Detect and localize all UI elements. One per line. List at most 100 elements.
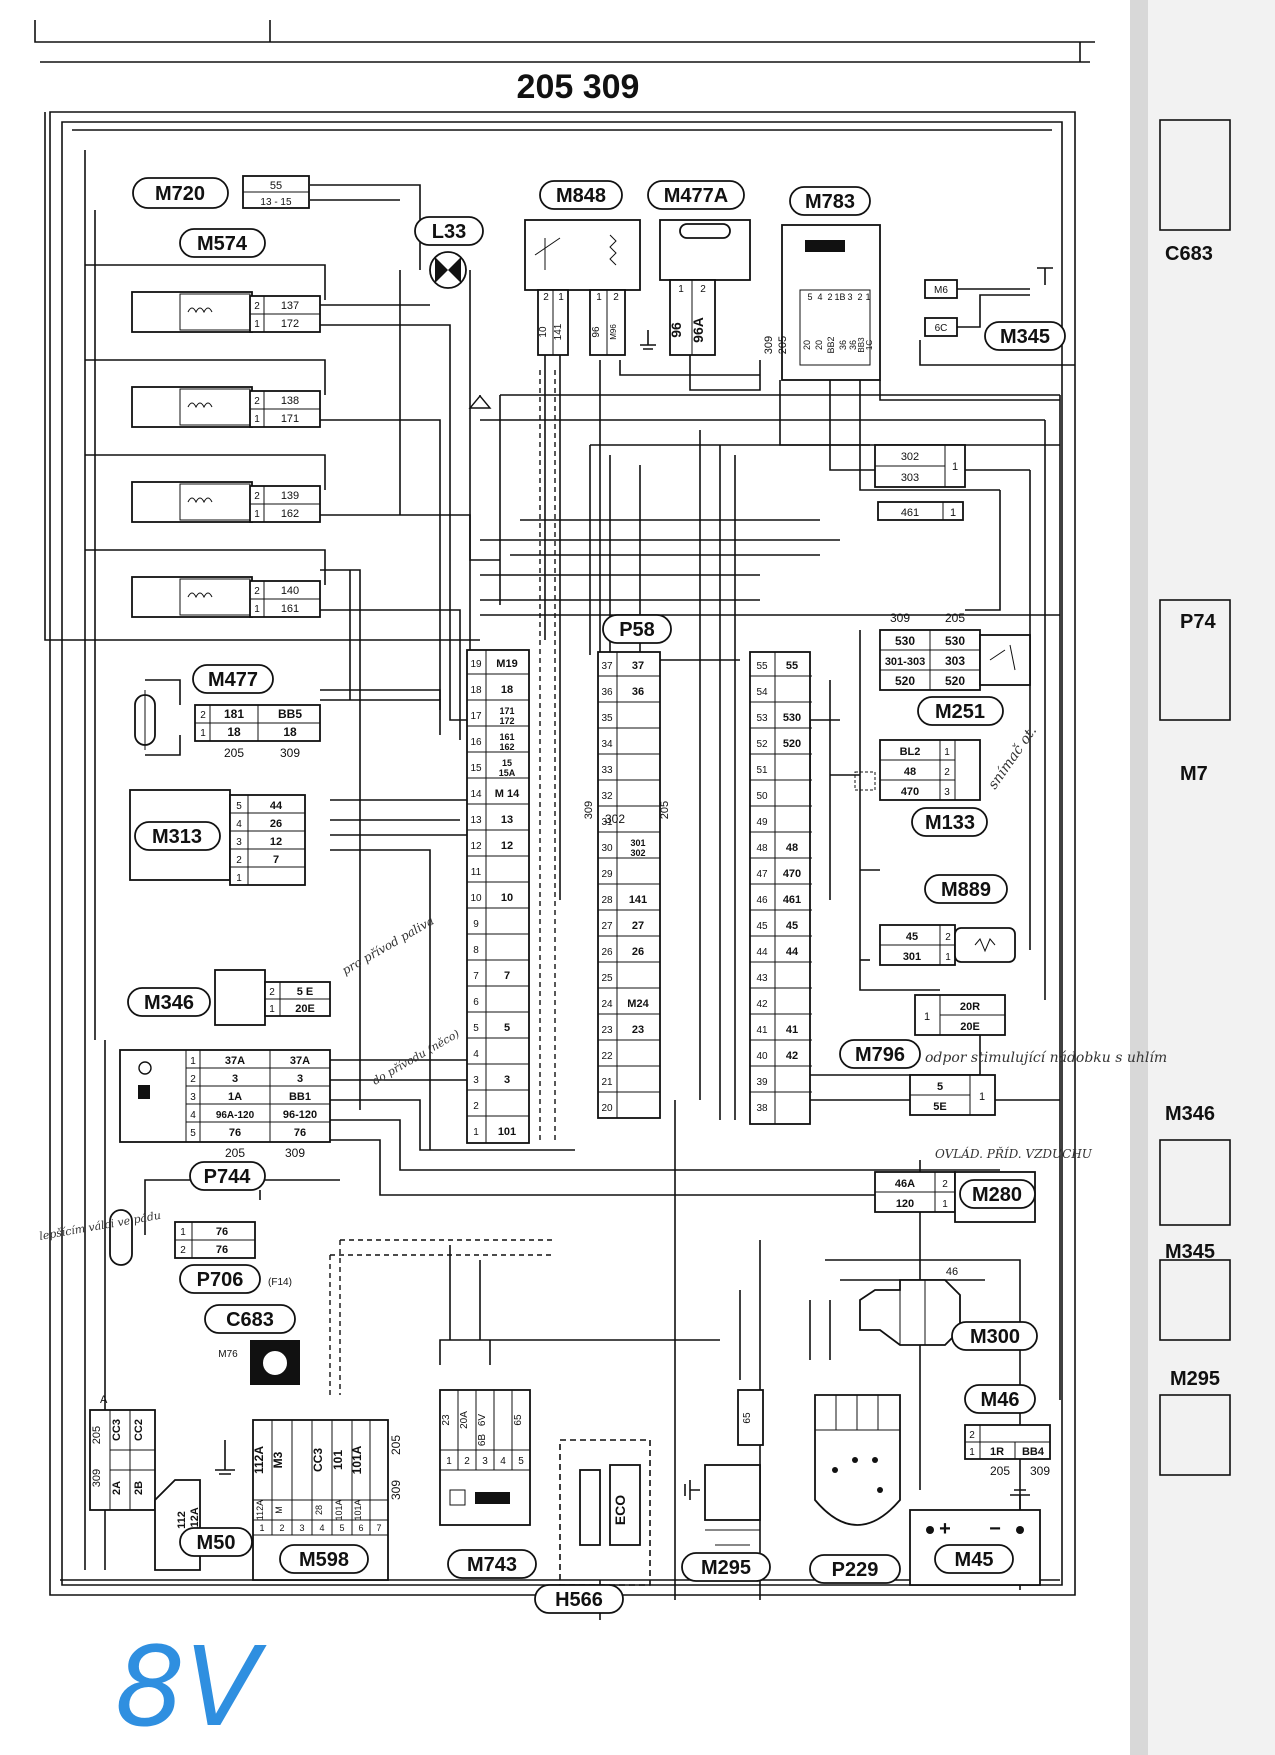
m848-wire-3: M96 bbox=[609, 324, 618, 340]
injector-3-wire-a: 139 bbox=[281, 490, 299, 502]
injector-3-pin-a: 2 bbox=[254, 491, 260, 502]
m796-bot-pin: 1 bbox=[979, 1091, 985, 1103]
m50-col-3: CC3 bbox=[111, 1419, 123, 1441]
m313-r4-pin: 1 bbox=[236, 873, 242, 884]
m783-pin-2: 2 bbox=[827, 292, 832, 302]
p58-c2-wire: 26 bbox=[632, 946, 644, 958]
m280-r1-pin: 1 bbox=[942, 1199, 948, 1210]
m889-r0-pin: 2 bbox=[945, 932, 951, 943]
p744-hdr-309: 309 bbox=[285, 1146, 305, 1160]
p58-label: P58 bbox=[619, 619, 655, 641]
p58-c3-pin: 39 bbox=[756, 1077, 768, 1088]
m477a-sensor: M477A 1 2 96 96A bbox=[647, 180, 751, 356]
m50-col-2: 2B bbox=[133, 1481, 145, 1495]
m280-r0-pin: 2 bbox=[942, 1179, 948, 1190]
m50-top: A bbox=[100, 1394, 108, 1406]
m46-label: M46 bbox=[981, 1389, 1020, 1411]
m796-valve: 1 20R 20E M796 odpor stimulující nádobku… bbox=[839, 994, 1167, 1116]
p744-r0-pin: 1 bbox=[190, 1056, 196, 1067]
relay-302-pin: 1 bbox=[952, 461, 958, 473]
m848-pin-1: 1 bbox=[558, 292, 564, 303]
p58-c1-wire: 172 bbox=[499, 716, 514, 726]
p58-c2-wire: 23 bbox=[632, 1024, 644, 1036]
m574-label: M574 bbox=[197, 233, 248, 255]
p58-c1-wire: 7 bbox=[504, 970, 510, 982]
m345-pin-0: M6 bbox=[934, 285, 948, 296]
m598-pin-4: 5 bbox=[339, 1523, 344, 1533]
m743-wire-3: 65 bbox=[513, 1414, 524, 1426]
m783-pin-3: 1B bbox=[834, 292, 845, 302]
injector-4-wire-b: 161 bbox=[281, 603, 299, 615]
m783-pin-4: 3 bbox=[847, 292, 852, 302]
injector-4-wire-a: 140 bbox=[281, 585, 299, 597]
m50-label: M50 bbox=[197, 1532, 236, 1554]
m598-wire-3: 101 bbox=[331, 1450, 345, 1470]
m743-wire-2: 6V bbox=[477, 1414, 488, 1427]
l33-label: L33 bbox=[432, 221, 466, 243]
p58-c1-pin: 15 bbox=[470, 763, 482, 774]
m50-col-1: CC2 bbox=[133, 1419, 145, 1441]
p706-handnote: lepšícím válci ve pádu bbox=[38, 1209, 162, 1243]
edge-label-m346: M346 bbox=[1165, 1103, 1215, 1125]
p58-30-left: 302 bbox=[605, 812, 625, 826]
p706-r0-wire: 76 bbox=[216, 1226, 228, 1238]
m50-col-0: 2A bbox=[111, 1481, 123, 1495]
m280-r0-wire: 46A bbox=[895, 1178, 915, 1190]
c683-m76: M76 bbox=[218, 1349, 238, 1360]
p706-r1-pin: 2 bbox=[180, 1245, 186, 1256]
p58-c2-pin: 26 bbox=[601, 947, 613, 958]
p58-c2-pin: 23 bbox=[601, 1025, 613, 1036]
m743-wire-1: 20A bbox=[459, 1411, 470, 1429]
m477-hdr-205: 205 bbox=[224, 746, 244, 760]
p58-c3-wire: 530 bbox=[783, 712, 801, 724]
relay-302-wire-b: 303 bbox=[901, 472, 919, 484]
m50-right-0: 112 bbox=[176, 1511, 188, 1529]
m477-r0-309: BB5 bbox=[278, 707, 302, 721]
injector-3-wire-b: 162 bbox=[281, 508, 299, 520]
p58-c2-pin: 31 bbox=[601, 817, 613, 828]
relay-302-303: 302 303 1 bbox=[874, 444, 966, 488]
p58-c3-wire: 42 bbox=[786, 1050, 798, 1062]
m313-label: M313 bbox=[152, 826, 202, 848]
p58-c3-pin: 53 bbox=[756, 713, 768, 724]
p58-c3-pin: 40 bbox=[756, 1051, 768, 1062]
p58-c1-pin: 17 bbox=[470, 711, 482, 722]
p58-c1-wire: M 14 bbox=[495, 788, 520, 800]
m720-pin-1: 13 - 15 bbox=[260, 197, 292, 208]
m743-pin-2: 3 bbox=[482, 1456, 488, 1467]
m796-bot-wire-a: 5 bbox=[937, 1081, 943, 1093]
m251-r1-205: 303 bbox=[945, 654, 965, 668]
page-frame bbox=[34, 20, 1095, 1596]
m796-top-pin: 1 bbox=[924, 1011, 930, 1023]
m45-battery: + − M45 bbox=[909, 1489, 1041, 1586]
m313-r3-pin: 2 bbox=[236, 855, 242, 866]
p744-r1-pin: 2 bbox=[190, 1074, 196, 1085]
edge-label-c683: C683 bbox=[1165, 243, 1213, 265]
m477-r0-205: 181 bbox=[224, 707, 244, 721]
p58-c2-wire: 37 bbox=[632, 660, 644, 672]
m743-wire-0: 23 bbox=[441, 1414, 452, 1426]
p58-c2-wire: 302 bbox=[630, 848, 645, 858]
p58-c1-wire: 161 bbox=[499, 732, 514, 742]
p58-c3-wire: 520 bbox=[783, 738, 801, 750]
edge-label-p74: P74 bbox=[1180, 611, 1216, 633]
m251-r1-309: 301-303 bbox=[885, 656, 925, 668]
p58-c3-pin: 51 bbox=[756, 765, 768, 776]
m743-label: M743 bbox=[467, 1554, 517, 1576]
p744-r2-205: 1A bbox=[228, 1091, 242, 1103]
m720-connector: 55 13 - 15 M720 bbox=[132, 175, 310, 209]
p744-r2-pin: 3 bbox=[190, 1092, 196, 1103]
p744-r3-309: 96-120 bbox=[283, 1109, 317, 1121]
m598-label: M598 bbox=[299, 1549, 349, 1571]
m133-r1-wire: 48 bbox=[904, 766, 916, 778]
p58-c1-wire: 15 bbox=[502, 758, 512, 768]
m50-right-1: 112A bbox=[189, 1507, 201, 1533]
p744-hdr-205: 205 bbox=[225, 1146, 245, 1160]
m796-note: odpor stimulující nádobku s uhlím bbox=[925, 1050, 1167, 1066]
p58-c1-wire: 15A bbox=[499, 768, 516, 778]
m133-r2-wire: 470 bbox=[901, 786, 919, 798]
m313-r0-pin: 5 bbox=[236, 801, 242, 812]
p58-c1-pin: 1 bbox=[473, 1127, 479, 1138]
p58-c2-pin: 21 bbox=[601, 1077, 613, 1088]
relay-461-wire: 461 bbox=[901, 507, 919, 519]
